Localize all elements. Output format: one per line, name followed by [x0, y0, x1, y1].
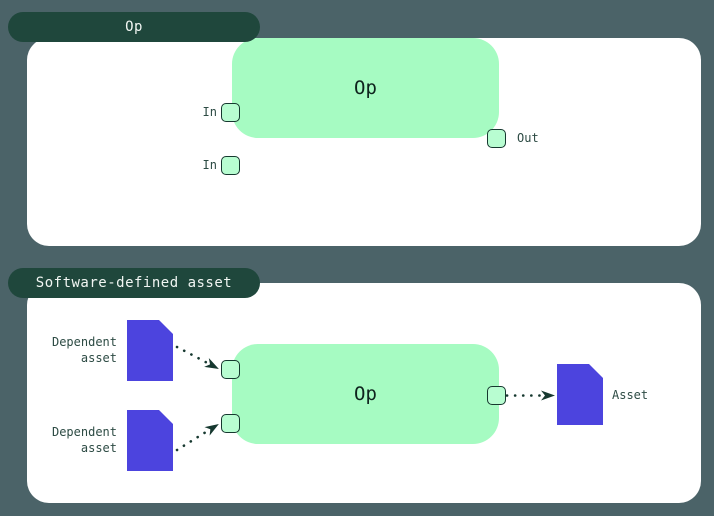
tab-op: Op [8, 12, 260, 42]
sda-output-port [487, 386, 506, 405]
dependent-asset-2-document-icon [127, 410, 173, 471]
software-defined-asset-card: Dependent asset Dependent asset Op Asset [27, 283, 701, 503]
input-port-2 [221, 156, 240, 175]
sda-input-port-1 [221, 360, 240, 379]
input-label-2: In [202, 158, 217, 172]
output-port [487, 129, 506, 148]
arrow-dep2-to-in2 [175, 423, 220, 452]
input-port-1 [221, 103, 240, 122]
op-node: Op [232, 38, 499, 138]
dependent-asset-1-label: Dependent asset [51, 335, 117, 365]
asset-label: Asset [612, 388, 649, 402]
output-label: Out [517, 131, 539, 145]
tab-sda-label: Software-defined asset [35, 275, 233, 291]
sda-input-port-2 [221, 414, 240, 433]
arrow-dep1-to-in1 [175, 345, 220, 370]
op-node-label: Op [354, 77, 377, 99]
sda-op-node: Op [232, 344, 499, 444]
dependent-asset-2-label: Dependent asset [51, 425, 117, 455]
tab-software-defined-asset: Software-defined asset [8, 268, 260, 298]
op-card: Op In In Out [27, 38, 701, 246]
sda-op-node-label: Op [354, 383, 377, 405]
tab-op-label: Op [125, 19, 143, 35]
asset-document-icon [557, 364, 603, 425]
dependent-asset-1-document-icon [127, 320, 173, 381]
input-label-1: In [202, 105, 217, 119]
